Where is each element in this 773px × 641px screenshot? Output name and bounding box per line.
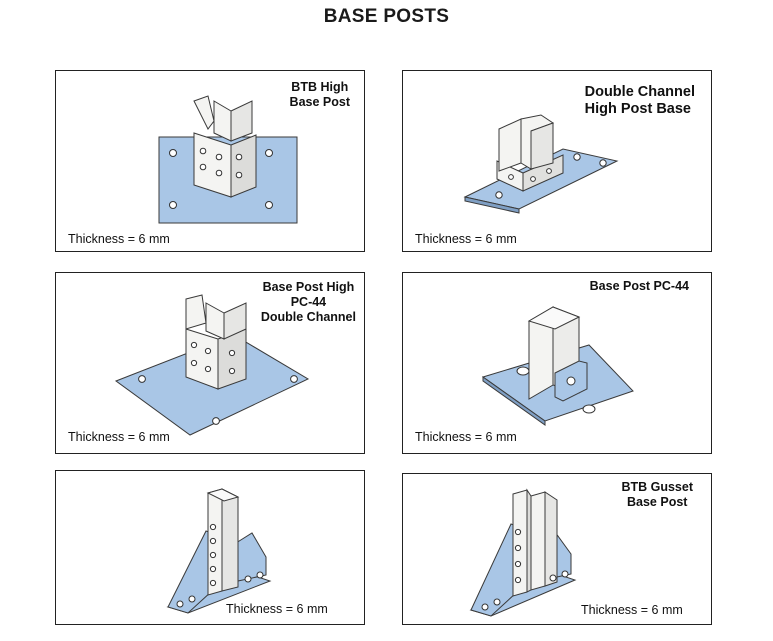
label-line: Base Post High <box>262 280 355 294</box>
label-line: Base Post PC-44 <box>589 279 689 293</box>
product-panel-base-post-pc44: Base Post PC-44 Thickness = 6 mm <box>402 272 712 454</box>
label-line: PC-44 <box>290 295 327 309</box>
thickness-note: Thickness = 6 mm <box>415 430 517 444</box>
product-label: Base Post PC-44 <box>590 279 689 294</box>
thickness-note: Thickness = 6 mm <box>226 602 328 616</box>
base-post-pc44-drawing <box>481 306 634 426</box>
gusset-base-post-drawing <box>166 488 272 614</box>
product-panel-base-post-high-pc44-double-channel: Base Post High PC-44 Double Channel Thic… <box>55 272 365 454</box>
product-panel-btb-gusset-base-post: BTB Gusset Base Post Thickness = 6 mm <box>402 473 712 625</box>
thickness-note: Thickness = 6 mm <box>68 232 170 246</box>
page-title: BASE POSTS <box>323 6 450 27</box>
product-label: Base Post High PC-44 Double Channel <box>261 280 356 325</box>
product-label: BTB Gusset Base Post <box>621 480 693 510</box>
product-panel-double-channel-high-post-base: Double Channel High Post Base Thickness … <box>402 70 712 252</box>
double-channel-high-post-base-drawing <box>463 114 619 214</box>
label-line: Base Post <box>289 95 350 109</box>
btb-gusset-base-post-drawing <box>469 488 577 617</box>
btb-high-base-post-drawing <box>158 95 298 224</box>
label-line: Double Channel <box>584 84 695 100</box>
base-post-high-pc44-double-channel-drawing <box>114 294 310 436</box>
label-line: BTB Gusset <box>621 480 693 494</box>
label-line: High Post Base <box>584 101 691 118</box>
thickness-note: Thickness = 6 mm <box>68 430 170 444</box>
label-line: BTB High <box>291 80 349 94</box>
label-line: Base Post <box>627 495 688 509</box>
thickness-note: Thickness = 6 mm <box>415 232 517 246</box>
product-panel-btb-high-base-post: BTB High Base Post Thickness = 6 mm <box>55 70 365 252</box>
product-label: Double Channel High Post Base <box>585 84 695 119</box>
product-panel-gusset-base-post: Thickness = 6 mm <box>55 470 365 625</box>
label-line: Double Channel <box>260 310 356 324</box>
thickness-note: Thickness = 6 mm <box>581 603 683 617</box>
product-label: BTB High Base Post <box>290 80 350 110</box>
